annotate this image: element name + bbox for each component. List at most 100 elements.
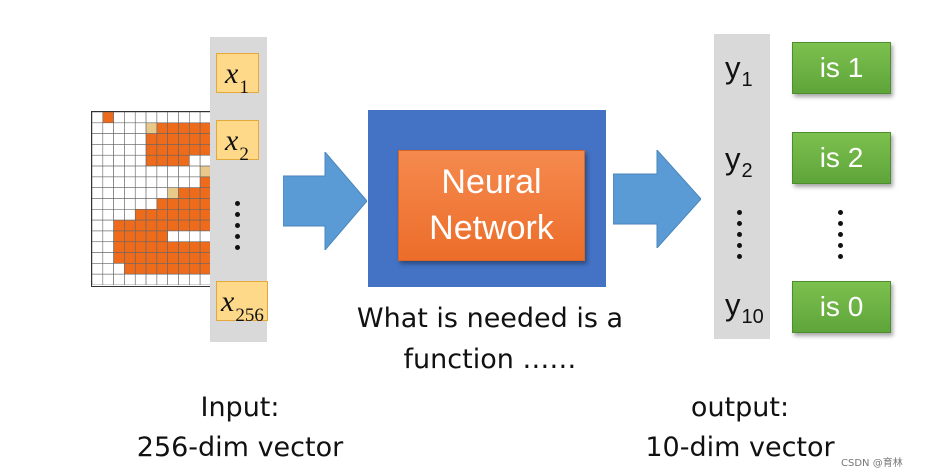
- pixel-cell: [113, 230, 125, 243]
- pixel-cell: [102, 209, 114, 221]
- function-caption-line1: What is needed is a: [356, 303, 624, 334]
- pixel-cell: [113, 252, 125, 264]
- pixel-cell: [178, 165, 190, 178]
- pixel-cell: [113, 273, 125, 285]
- pixel-cell: [124, 122, 136, 134]
- pixel-cell: [124, 219, 136, 232]
- pixel-cell: [92, 219, 104, 232]
- pixel-cell: [92, 241, 104, 253]
- pixel-cell: [113, 176, 125, 188]
- pixel-cell: [189, 219, 201, 232]
- pixel-cell: [178, 219, 190, 232]
- pixel-cell: [92, 252, 104, 264]
- output-vector-column: [714, 34, 770, 339]
- input-arrow: [283, 152, 367, 250]
- pixel-cell: [156, 241, 168, 253]
- pixel-cell: [156, 252, 168, 264]
- pixel-cell: [113, 165, 125, 178]
- pixel-cell: [189, 165, 201, 178]
- pixel-cell: [124, 133, 136, 145]
- pixel-cell: [178, 273, 190, 285]
- pixel-cell: [167, 122, 179, 134]
- pixel-cell: [134, 144, 147, 156]
- pixel-cell: [124, 273, 136, 285]
- output-label-line2: 10-dim vector: [645, 432, 835, 463]
- pixel-cell: [189, 112, 201, 124]
- pixel-cell: [178, 154, 190, 167]
- pixel-cell: [145, 112, 158, 124]
- pixel-cell: [102, 230, 114, 243]
- output-ellipsis: [737, 210, 743, 265]
- pixel-cell: [167, 112, 179, 124]
- pixel-cell: [134, 263, 147, 275]
- output-arrow: [613, 150, 701, 248]
- pixel-cell: [145, 165, 158, 178]
- pixel-cell: [113, 209, 125, 221]
- pixel-cell: [156, 154, 168, 167]
- network-label-line1: Neural: [441, 163, 542, 201]
- pixel-cell: [113, 187, 125, 199]
- input-x1: x1: [216, 53, 259, 98]
- pixel-cell: [102, 241, 114, 253]
- pixel-cell: [124, 241, 136, 253]
- pixel-cell: [102, 219, 114, 232]
- class-label-is-1: is 1: [792, 42, 891, 94]
- watermark: CSDN @育林: [841, 458, 903, 469]
- pixel-cell: [134, 112, 147, 124]
- pixel-cell: [102, 154, 114, 167]
- neural-network-box: Neural Network: [398, 150, 585, 261]
- pixel-cell: [92, 133, 104, 145]
- pixel-cell: [145, 273, 158, 285]
- pixel-cell: [102, 122, 114, 134]
- pixel-cell: [156, 144, 168, 156]
- pixel-cell: [92, 112, 104, 124]
- pixel-cell: [124, 165, 136, 178]
- pixel-cell: [156, 133, 168, 145]
- pixel-cell: [178, 241, 190, 253]
- pixel-cell: [145, 209, 158, 221]
- pixel-cell: [178, 209, 190, 221]
- pixel-cell: [145, 198, 158, 210]
- pixel-cell: [124, 263, 136, 275]
- pixel-cell: [102, 144, 114, 156]
- pixel-cell: [102, 165, 114, 178]
- pixel-cell: [145, 176, 158, 188]
- pixel-cell: [92, 176, 104, 188]
- pixel-cell: [113, 263, 125, 275]
- pixel-cell: [92, 198, 104, 210]
- pixel-cell: [178, 112, 190, 124]
- class-label-is-0: is 0: [792, 281, 891, 333]
- pixel-cell: [92, 154, 104, 167]
- pixel-cell: [156, 198, 168, 210]
- input-x256: x256: [216, 281, 268, 326]
- pixel-cell: [145, 144, 158, 156]
- pixel-cell: [156, 165, 168, 178]
- pixel-cell: [134, 219, 147, 232]
- pixel-cell: [102, 263, 114, 275]
- pixel-cell: [134, 122, 147, 134]
- pixel-cell: [178, 187, 190, 199]
- pixel-cell: [145, 133, 158, 145]
- class-ellipsis: [838, 210, 844, 265]
- pixel-cell: [189, 241, 201, 253]
- pixel-cell: [102, 133, 114, 145]
- output-label-line1: output:: [690, 392, 790, 423]
- pixel-cell: [124, 198, 136, 210]
- pixel-cell: [102, 252, 114, 264]
- pixel-cell: [145, 252, 158, 264]
- pixel-cell: [92, 122, 104, 134]
- pixel-cell: [134, 198, 147, 210]
- pixel-cell: [156, 273, 168, 285]
- pixel-cell: [92, 144, 104, 156]
- pixel-cell: [134, 176, 147, 188]
- pixel-cell: [134, 209, 147, 221]
- pixel-cell: [189, 273, 201, 285]
- pixel-cell: [113, 144, 125, 156]
- output-y1: y1: [725, 50, 753, 91]
- pixel-cell: [134, 165, 147, 178]
- pixel-cell: [178, 198, 190, 210]
- pixel-cell: [156, 112, 168, 124]
- pixel-cell: [134, 154, 147, 167]
- pixel-cell: [167, 154, 179, 167]
- pixel-cell: [189, 122, 201, 134]
